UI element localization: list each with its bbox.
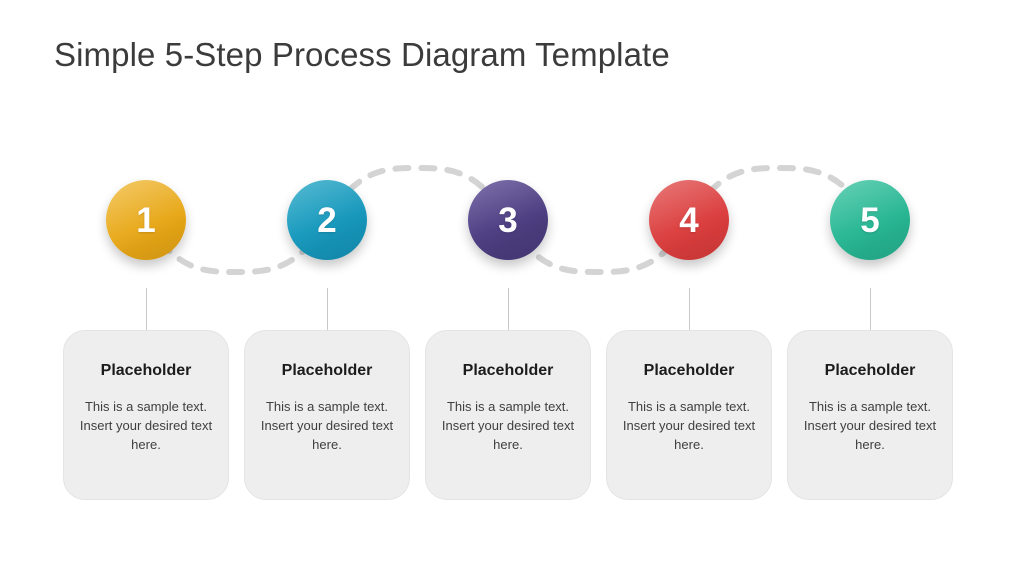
- step-card-heading-5: Placeholder: [824, 362, 916, 379]
- step-card-body-5: This is a sample text. Insert your desir…: [803, 399, 937, 452]
- step-circle-1[interactable]: 1: [106, 180, 186, 260]
- step-card-1[interactable]: Placeholder This is a sample text. Inser…: [63, 330, 229, 500]
- step-card-heading-4: Placeholder: [643, 362, 735, 379]
- step-circle-2[interactable]: 2: [287, 180, 367, 260]
- step-card-4[interactable]: Placeholder This is a sample text. Inser…: [606, 330, 772, 500]
- connector-stem-4: [689, 288, 690, 330]
- page-title: Simple 5-Step Process Diagram Template: [54, 36, 670, 73]
- step-number-1: 1: [136, 200, 156, 240]
- step-circle-4[interactable]: 4: [649, 180, 729, 260]
- step-number-4: 4: [679, 200, 699, 240]
- step-node-5[interactable]: 5: [830, 180, 910, 260]
- step-card-3[interactable]: Placeholder This is a sample text. Inser…: [425, 330, 591, 500]
- connector-stem-1: [146, 288, 147, 330]
- step-card-2[interactable]: Placeholder This is a sample text. Inser…: [244, 330, 410, 500]
- step-card-heading-3: Placeholder: [462, 362, 554, 379]
- step-number-3: 3: [498, 200, 518, 240]
- connector-stem-5: [870, 288, 871, 330]
- step-card-body-4: This is a sample text. Insert your desir…: [622, 399, 756, 452]
- step-card-body-3: This is a sample text. Insert your desir…: [441, 399, 575, 452]
- step-node-4[interactable]: 4: [649, 180, 729, 260]
- step-node-1[interactable]: 1: [106, 180, 186, 260]
- step-node-3[interactable]: 3: [468, 180, 548, 260]
- step-number-2: 2: [317, 200, 337, 240]
- step-card-heading-1: Placeholder: [100, 362, 192, 379]
- step-card-5[interactable]: Placeholder This is a sample text. Inser…: [787, 330, 953, 500]
- step-node-2[interactable]: 2: [287, 180, 367, 260]
- step-card-heading-2: Placeholder: [281, 362, 373, 379]
- step-circle-5[interactable]: 5: [830, 180, 910, 260]
- step-card-body-1: This is a sample text. Insert your desir…: [79, 399, 213, 452]
- step-number-5: 5: [860, 200, 880, 240]
- connector-stem-2: [327, 288, 328, 330]
- connector-stem-3: [508, 288, 509, 330]
- step-circle-3[interactable]: 3: [468, 180, 548, 260]
- step-card-body-2: This is a sample text. Insert your desir…: [260, 399, 394, 452]
